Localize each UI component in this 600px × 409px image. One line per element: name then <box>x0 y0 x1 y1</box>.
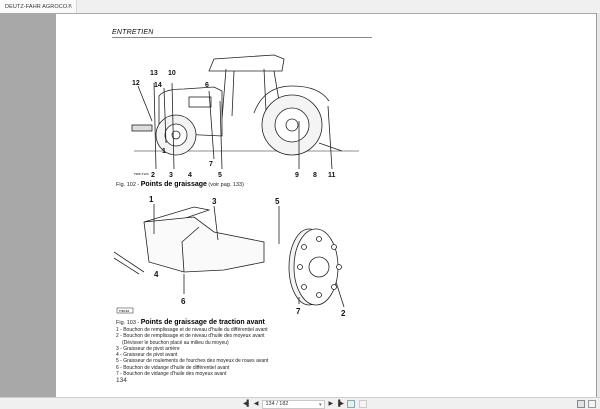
svg-text:4: 4 <box>188 172 192 179</box>
header-divider <box>112 37 372 38</box>
svg-text:9: 9 <box>295 172 299 179</box>
svg-text:2: 2 <box>151 172 155 179</box>
first-page-icon[interactable]: ◀▌ <box>243 401 251 407</box>
paste-page-icon[interactable] <box>359 400 367 408</box>
figure-102-caption: Fig. 102 - Points de graissage (voir pag… <box>116 181 244 188</box>
svg-text:TWX-T123: TWX-T123 <box>134 172 149 176</box>
tab-label: DEUTZ-FAHR AGROCO... <box>5 3 73 10</box>
svg-text:12: 12 <box>132 80 140 87</box>
svg-text:T'30-10: T'30-10 <box>119 309 130 313</box>
svg-text:2: 2 <box>341 309 346 318</box>
chevron-down-icon[interactable]: ▾ <box>318 401 322 408</box>
section-header: ENTRETIEN <box>112 29 154 36</box>
tab-bar: DEUTZ-FAHR AGROCO... × <box>0 0 600 13</box>
vertical-scrollbar[interactable] <box>596 13 600 397</box>
svg-text:5: 5 <box>275 197 280 206</box>
svg-text:6: 6 <box>205 82 209 89</box>
legend-item-note: (Dévisser le bouchon placé au milieu du … <box>122 339 229 346</box>
tractor-lubrication-diagram: 12 13 14 10 6 1 2 3 4 7 5 9 8 11 TWX-T12… <box>131 54 359 179</box>
legend-item: 6 - Bouchon de vidange d'huile de différ… <box>116 364 230 371</box>
svg-text:1: 1 <box>149 195 154 204</box>
next-page-icon[interactable]: ▶ <box>328 401 334 407</box>
document-tab[interactable]: DEUTZ-FAHR AGROCO... × <box>0 0 77 13</box>
page-number: 134 <box>116 377 127 384</box>
svg-text:7: 7 <box>296 307 301 316</box>
figure-103-caption: Fig. 103 - Points de graissage de tracti… <box>116 319 265 326</box>
svg-text:3: 3 <box>212 197 217 206</box>
document-page: ENTRETIEN <box>56 14 596 397</box>
single-page-view-icon[interactable] <box>577 400 585 408</box>
legend-item: 5 - Graisseur de roulements de fourches … <box>116 358 269 365</box>
svg-text:8: 8 <box>313 172 317 179</box>
svg-text:10: 10 <box>168 70 176 77</box>
document-viewport[interactable]: ENTRETIEN <box>0 13 600 397</box>
svg-text:14: 14 <box>154 82 162 89</box>
svg-text:1: 1 <box>162 148 166 155</box>
last-page-icon[interactable]: ▐▶ <box>336 401 344 407</box>
bottom-toolbar: ◀▌ ◀ 134 / 182 ▾ ▶ ▐▶ <box>0 397 600 409</box>
page-number-input[interactable]: 134 / 182 ▾ <box>261 399 325 409</box>
svg-text:13: 13 <box>150 70 158 77</box>
svg-text:6: 6 <box>181 297 186 306</box>
continuous-view-icon[interactable] <box>588 400 596 408</box>
legend-item: 2 - Bouchon de remplissage et de niveau … <box>116 333 265 340</box>
svg-text:11: 11 <box>328 172 336 179</box>
svg-text:7: 7 <box>209 161 213 168</box>
close-icon[interactable]: × <box>67 3 72 10</box>
page-navigation: ◀▌ ◀ 134 / 182 ▾ ▶ ▐▶ <box>243 399 367 409</box>
legend-item: 4 - Graisseur de pivot avant <box>116 352 178 359</box>
svg-text:5: 5 <box>218 172 222 179</box>
legend-item: 7 - Bouchon de vidange d'huile des moyeu… <box>116 371 227 378</box>
front-axle-diagram: 1 3 5 4 6 7 2 T'30-10 <box>114 195 346 318</box>
figure-103-legend: 1 - Bouchon de remplissage et de niveau … <box>116 327 268 377</box>
prev-page-icon[interactable]: ◀ <box>253 401 259 407</box>
svg-text:4: 4 <box>154 270 159 279</box>
copy-page-icon[interactable] <box>347 400 355 408</box>
svg-text:3: 3 <box>169 172 173 179</box>
view-mode-buttons <box>577 400 596 408</box>
legend-item: 3 - Graisseur de pivot arrière <box>116 345 180 352</box>
legend-item: 1 - Bouchon de remplissage et de niveau … <box>116 327 268 333</box>
